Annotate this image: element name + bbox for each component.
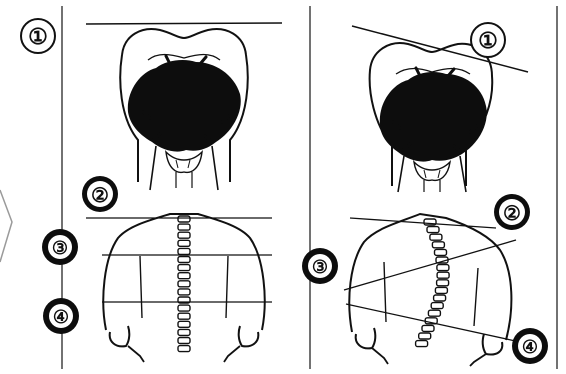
- left-spine: [178, 216, 190, 352]
- right-line-3: [344, 240, 516, 290]
- left-vertebra: [178, 273, 190, 279]
- left-marker-4: ④: [43, 298, 79, 334]
- svg-text:③: ③: [52, 238, 68, 258]
- right-vertebra: [422, 325, 434, 331]
- right-marker-1: ①: [471, 23, 505, 57]
- right-marker-3: ③: [302, 248, 338, 284]
- right-vertebra: [431, 303, 443, 309]
- right-vertebra: [437, 280, 449, 286]
- right-panel: ① ② ③ ④: [302, 23, 548, 366]
- right-vertebra: [430, 234, 442, 240]
- left-vertebra: [178, 321, 190, 327]
- left-line-1: [86, 23, 282, 24]
- right-line-2: [350, 218, 496, 228]
- chevron-right-icon: [0, 190, 12, 262]
- svg-text:④: ④: [53, 307, 69, 327]
- left-vertebra: [178, 265, 190, 271]
- svg-text:②: ②: [91, 185, 109, 207]
- left-panel: ① ② ③ ④: [21, 19, 282, 362]
- svg-text:②: ②: [503, 203, 521, 225]
- svg-text:①: ①: [28, 24, 48, 49]
- right-marker-2: ②: [494, 194, 530, 230]
- svg-text:③: ③: [312, 257, 328, 277]
- left-marker-2: ②: [82, 176, 118, 212]
- left-vertebra: [178, 216, 190, 222]
- left-marker-3: ③: [42, 229, 78, 265]
- right-vertebra: [416, 341, 428, 347]
- left-vertebra: [178, 240, 190, 246]
- left-vertebra: [178, 224, 190, 230]
- right-vertebra: [432, 242, 444, 248]
- right-vertebra: [435, 287, 447, 293]
- right-vertebra: [437, 265, 449, 271]
- right-vertebra: [437, 272, 449, 278]
- left-vertebra: [178, 232, 190, 238]
- left-marker-1: ①: [21, 19, 55, 53]
- left-vertebra: [178, 248, 190, 254]
- left-vertebra: [178, 313, 190, 319]
- left-back: [86, 214, 272, 362]
- left-vertebra: [178, 289, 190, 295]
- left-vertebra: [178, 346, 190, 352]
- left-vertebra: [178, 305, 190, 311]
- right-vertebra: [434, 295, 446, 301]
- left-head: [86, 23, 282, 190]
- left-vertebra: [178, 329, 190, 335]
- left-vertebra: [178, 257, 190, 263]
- left-vertebra: [178, 281, 190, 287]
- svg-text:④: ④: [522, 337, 538, 357]
- right-vertebra: [428, 310, 440, 316]
- right-back: [344, 214, 520, 366]
- right-marker-4: ④: [512, 328, 548, 364]
- svg-text:①: ①: [478, 28, 498, 53]
- left-vertebra: [178, 338, 190, 344]
- right-vertebra: [435, 249, 447, 255]
- right-vertebra: [427, 227, 439, 233]
- right-spine: [416, 219, 450, 347]
- right-vertebra: [419, 333, 431, 339]
